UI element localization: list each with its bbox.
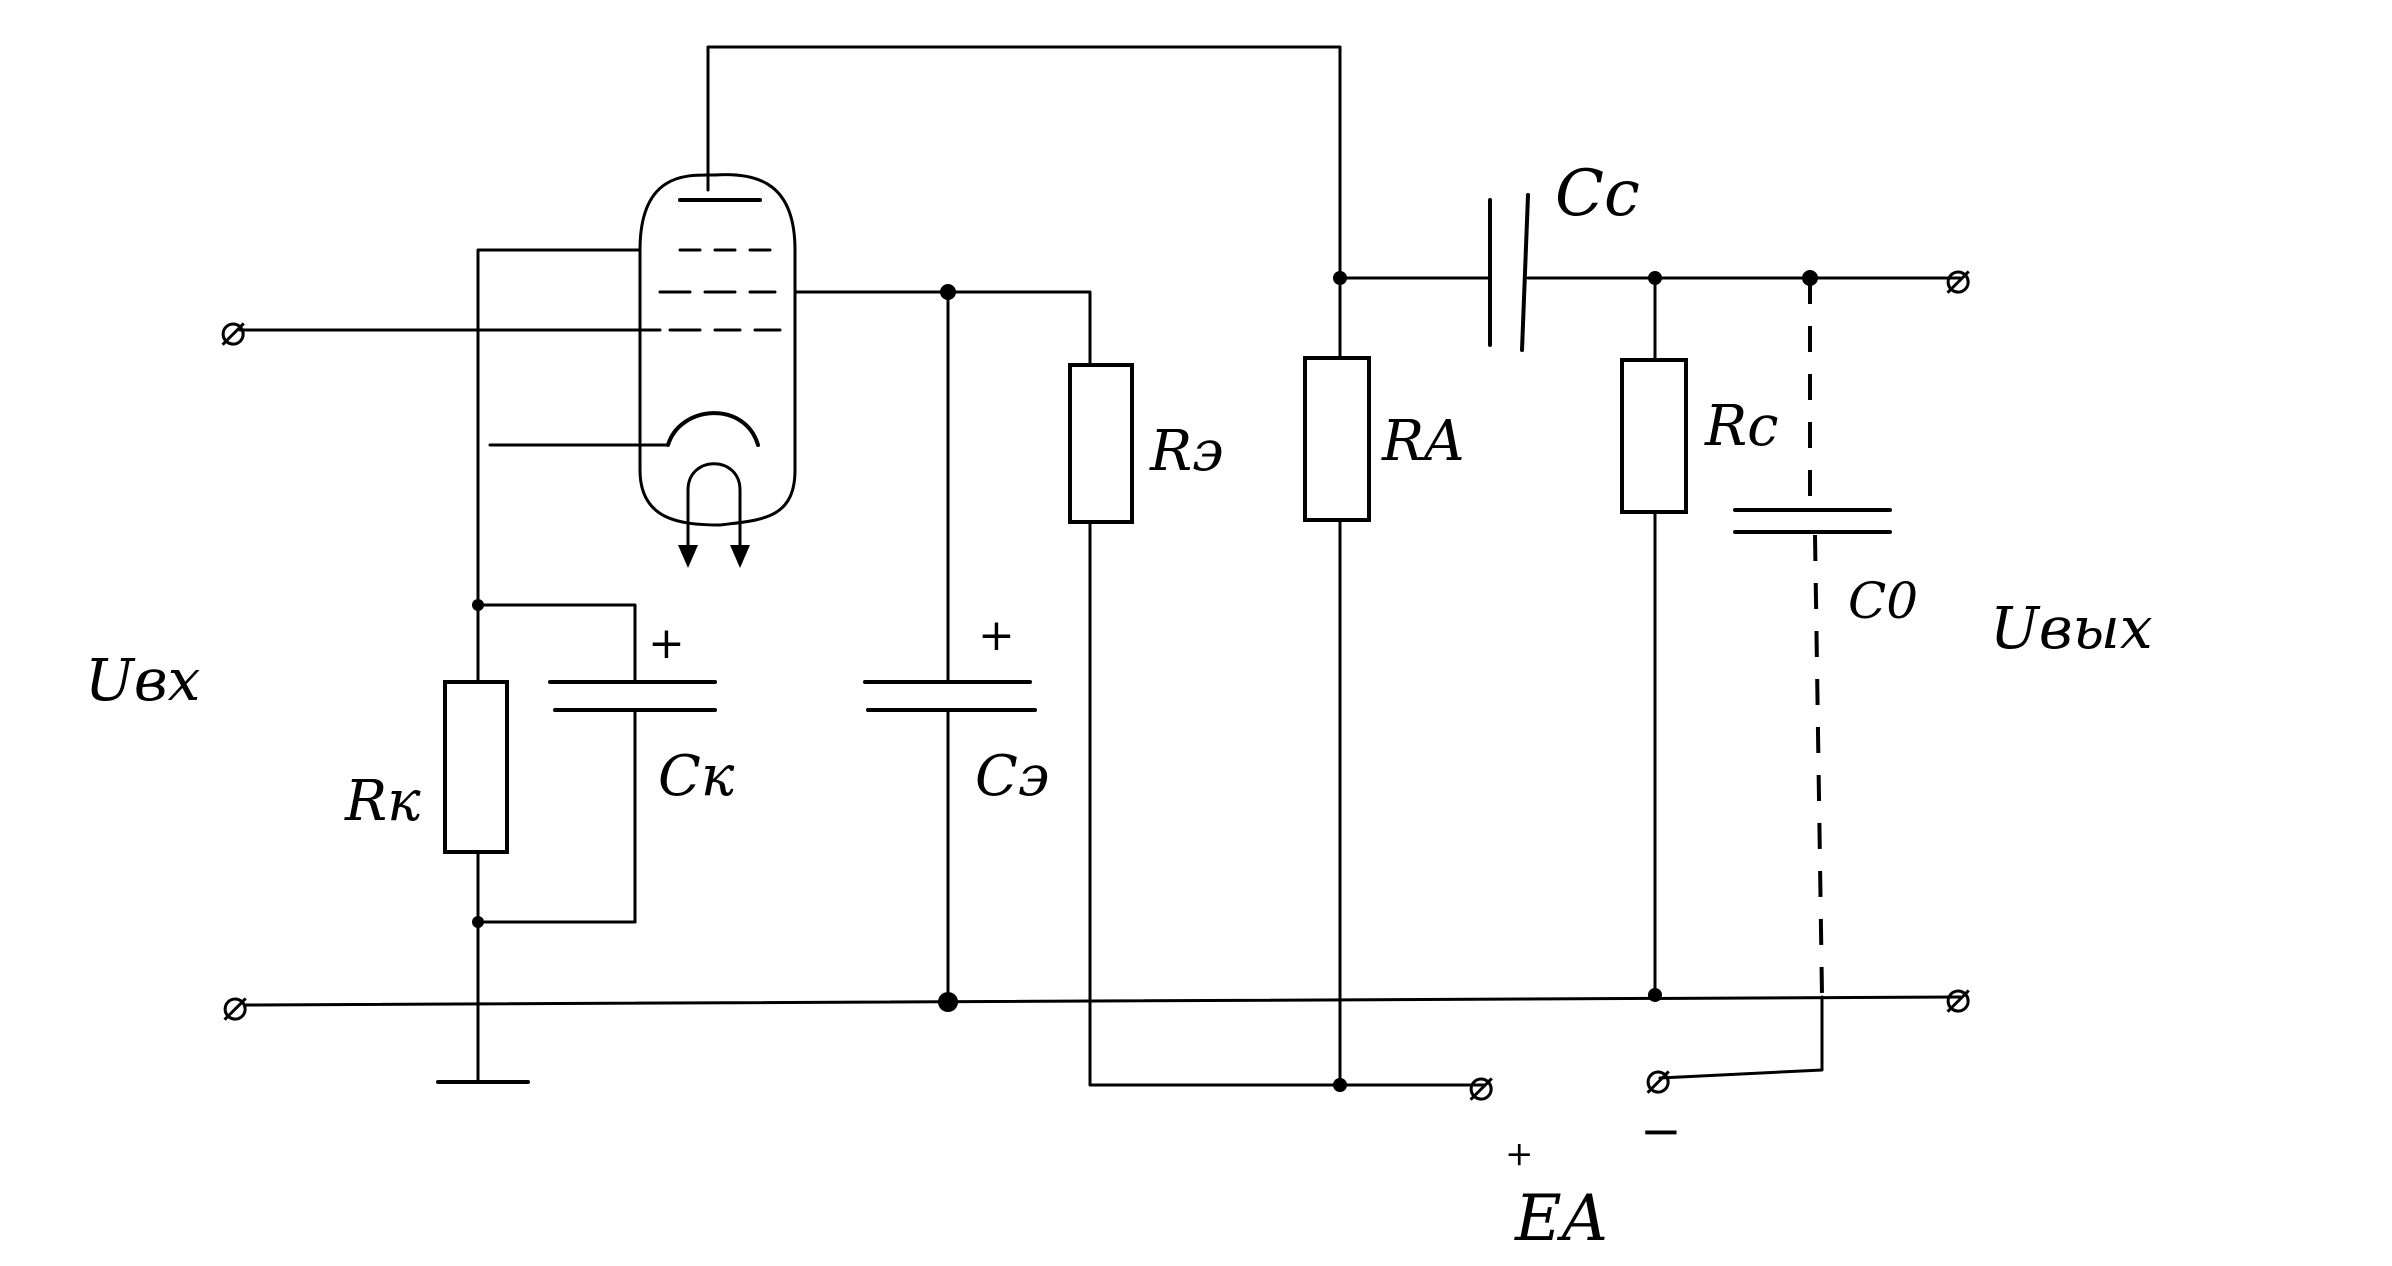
heater-arrow-right (730, 545, 750, 568)
label-plus-ck: + (648, 618, 685, 669)
tube-cathode-arc (666, 411, 760, 447)
junction-rk-bottom (472, 916, 484, 928)
junction-rc (1648, 271, 1662, 285)
terminal-input-bottom: ⌀ (222, 980, 249, 1031)
wire-screen-grid (793, 290, 1092, 367)
label-r-a: RA (1381, 409, 1465, 474)
label-c-k: Cк (658, 744, 735, 809)
terminal-input-top: ⌀ (220, 305, 247, 356)
junction-cathode (472, 599, 484, 611)
terminal-supply-positive: ⌀ (1468, 1060, 1495, 1111)
capacitor-cc-plate-right (1520, 193, 1530, 352)
terminal-output-bottom: ⌀ (1945, 972, 1972, 1023)
label-c-c: Cc (1555, 157, 1640, 231)
label-c-0: C0 (1848, 572, 1918, 630)
label-plus-ce: + (978, 610, 1015, 661)
label-r-e: Rэ (1149, 419, 1224, 484)
junction-screen (940, 284, 956, 300)
junction-ra-bottom (1333, 1078, 1347, 1092)
label-c-e: Cэ (975, 744, 1049, 809)
resistor-ra (1303, 356, 1371, 522)
resistor-re (1068, 363, 1134, 524)
resistor-rk (443, 680, 509, 854)
tube-heater (686, 462, 742, 557)
junction-c0 (1802, 270, 1818, 286)
wire-ground-rail (243, 995, 1962, 1007)
resistor-rc (1620, 358, 1688, 514)
label-minus-ea: − (1640, 1102, 1682, 1160)
junction-anode (1333, 271, 1347, 285)
junction-rc-ground (1648, 988, 1662, 1002)
wire-anode-top (706, 45, 1342, 280)
c0-dashed-wire-bottom (1813, 534, 1824, 996)
wire-re-bottom (1088, 520, 1487, 1087)
label-plus-ea: + (1505, 1134, 1534, 1174)
terminal-supply-negative: ⌀ (1645, 1053, 1672, 1104)
wire-ck-top (476, 603, 637, 684)
heater-arrow-left (678, 545, 698, 568)
tube-envelope (638, 173, 797, 527)
label-e-a: EA (1514, 1182, 1608, 1256)
wire-suppressor (476, 248, 642, 684)
junction-ce-ground (938, 992, 958, 1012)
wire-supply-negative (1658, 995, 1824, 1080)
label-u-out: Uвых (1990, 594, 2153, 662)
label-r-c: Rc (1704, 394, 1779, 459)
terminal-output-top: ⌀ (1945, 253, 1972, 304)
label-r-k: Rк (344, 769, 421, 834)
label-u-in: Uвх (85, 646, 200, 714)
